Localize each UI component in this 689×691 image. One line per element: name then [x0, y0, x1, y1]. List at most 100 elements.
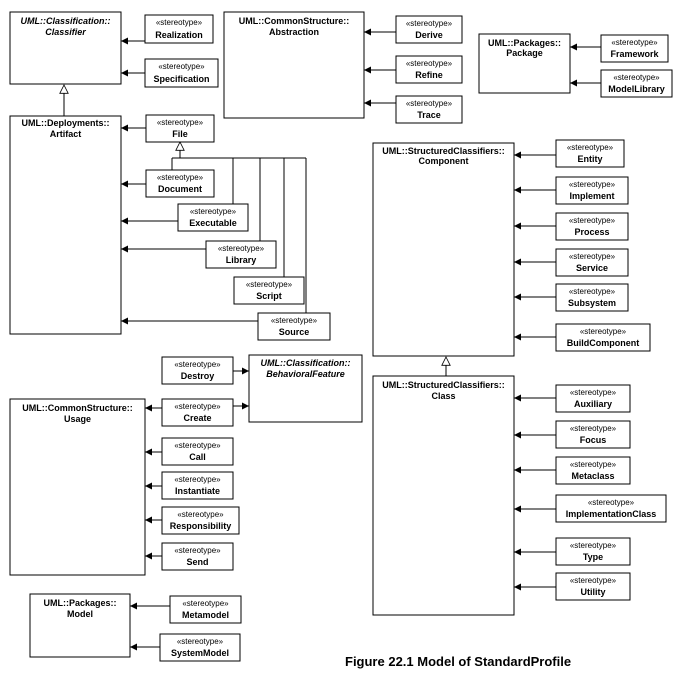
stereotype-script-name: Script [256, 291, 282, 301]
stereotype-library-name: Library [226, 255, 257, 265]
stereotype-library: «stereotype» Library [205, 240, 277, 269]
stereotype-keyword: «stereotype» [569, 216, 616, 225]
metaclass-model: UML::Packages:: Model [29, 593, 131, 658]
metaclass-model-namespace: UML::Packages:: [43, 598, 116, 608]
stereotype-keyword: «stereotype» [406, 19, 453, 28]
stereotype-send-name: Send [186, 557, 208, 567]
stereotype-keyword: «stereotype» [570, 460, 617, 469]
metaclass-abstraction-namespace: UML::CommonStructure:: [239, 16, 350, 26]
stereotype-keyword: «stereotype» [218, 244, 265, 253]
metaclass-class-name: Class [431, 391, 455, 401]
stereotype-keyword: «stereotype» [588, 498, 635, 507]
metaclass-package: UML::Packages:: Package [478, 33, 571, 94]
metaclass-abstraction: UML::CommonStructure:: Abstraction [223, 11, 365, 119]
stereotype-keyword: «stereotype» [177, 637, 224, 646]
stereotype-realization: «stereotype» Realization [144, 14, 214, 44]
stereotype-metamodel: «stereotype» Metamodel [169, 595, 242, 624]
stereotype-keyword: «stereotype» [182, 599, 229, 608]
stereotype-metaclass-name: Metaclass [571, 471, 614, 481]
stereotype-process-name: Process [574, 227, 609, 237]
stereotype-subsystem: «stereotype» Subsystem [555, 283, 629, 312]
metaclass-abstraction-name: Abstraction [269, 27, 319, 37]
stereotype-keyword: «stereotype» [406, 99, 453, 108]
stereotype-keyword: «stereotype» [157, 118, 204, 127]
extension-edges [59, 28, 601, 651]
stereotype-implementationclass-name: ImplementationClass [566, 509, 657, 519]
stereotype-keyword: «stereotype» [580, 327, 627, 336]
stereotype-keyword: «stereotype» [611, 38, 658, 47]
stereotype-keyword: «stereotype» [569, 287, 616, 296]
metaclass-class-namespace: UML::StructuredClassifiers:: [382, 380, 505, 390]
metaclass-behavioral-feature-namespace: UML::Classification:: [261, 358, 351, 368]
metaclass-behavioral-feature: UML::Classification:: BehavioralFeature [248, 354, 363, 423]
stereotype-derive: «stereotype» Derive [395, 15, 463, 44]
stereotype-executable-name: Executable [189, 218, 237, 228]
stereotype-metamodel-name: Metamodel [182, 610, 229, 620]
stereotype-focus-name: Focus [580, 435, 607, 445]
stereotype-instantiate-name: Instantiate [175, 486, 220, 496]
stereotype-instantiate: «stereotype» Instantiate [161, 471, 234, 500]
stereotype-modellibrary: «stereotype» ModelLibrary [600, 69, 673, 98]
stereotype-keyword: «stereotype» [174, 441, 221, 450]
stereotype-keyword: «stereotype» [174, 360, 221, 369]
metaclass-usage: UML::CommonStructure:: Usage [9, 398, 146, 576]
stereotype-keyword: «stereotype» [570, 388, 617, 397]
metaclass-model-name: Model [67, 609, 93, 619]
stereotype-keyword: «stereotype» [158, 62, 205, 71]
stereotype-call-name: Call [189, 452, 206, 462]
metaclass-component-namespace: UML::StructuredClassifiers:: [382, 146, 505, 156]
metaclass-classifier-name: Classifier [45, 27, 86, 37]
stereotype-process: «stereotype» Process [555, 212, 629, 241]
metaclass-artifact: UML::Deployments:: Artifact [9, 115, 122, 335]
stereotype-source: «stereotype» Source [257, 312, 331, 341]
stereotype-keyword: «stereotype» [246, 280, 293, 289]
stereotype-focus: «stereotype» Focus [555, 420, 631, 449]
stereotype-buildcomponent-name: BuildComponent [567, 338, 640, 348]
stereotype-responsibility: «stereotype» Responsibility [161, 506, 240, 535]
stereotype-derive-name: Derive [415, 30, 443, 40]
stereotype-destroy-name: Destroy [181, 371, 215, 381]
stereotype-specification: «stereotype» Specification [144, 58, 219, 88]
metaclass-component: UML::StructuredClassifiers:: Component [372, 142, 515, 357]
stereotype-keyword: «stereotype» [174, 475, 221, 484]
stereotype-keyword: «stereotype» [177, 510, 224, 519]
stereotype-file-name: File [172, 129, 188, 139]
stereotype-responsibility-name: Responsibility [170, 521, 232, 531]
metaclass-usage-namespace: UML::CommonStructure:: [22, 403, 133, 413]
stereotype-implementationclass: «stereotype» ImplementationClass [555, 494, 667, 523]
stereotype-utility-name: Utility [580, 587, 605, 597]
stereotype-keyword: «stereotype» [569, 180, 616, 189]
metaclass-usage-name: Usage [64, 414, 91, 424]
stereotype-keyword: «stereotype» [613, 73, 660, 82]
stereotype-call: «stereotype» Call [161, 437, 234, 466]
stereotype-keyword: «stereotype» [157, 173, 204, 182]
stereotype-systemmodel: «stereotype» SystemModel [159, 633, 241, 662]
metaclass-classifier-namespace: UML::Classification:: [21, 16, 111, 26]
metaclass-classifier: UML::Classification:: Classifier [9, 11, 122, 85]
stereotype-subsystem-name: Subsystem [568, 298, 616, 308]
metaclass-artifact-namespace: UML::Deployments:: [22, 118, 110, 128]
stereotype-service-name: Service [576, 263, 608, 273]
stereotype-refine-name: Refine [415, 70, 443, 80]
stereotype-specification-name: Specification [153, 74, 209, 84]
metaclass-class: UML::StructuredClassifiers:: Class [372, 375, 515, 616]
stereotype-type-name: Type [583, 552, 603, 562]
stereotype-modellibrary-name: ModelLibrary [608, 84, 665, 94]
stereotype-service: «stereotype» Service [555, 248, 629, 277]
stereotype-send: «stereotype» Send [161, 542, 234, 571]
metaclass-package-namespace: UML::Packages:: [488, 38, 561, 48]
stereotype-file: «stereotype» File [145, 114, 215, 143]
stereotype-refine: «stereotype» Refine [395, 55, 463, 84]
stereotype-keyword: «stereotype» [570, 541, 617, 550]
metaclass-component-name: Component [419, 156, 469, 166]
stereotype-document-name: Document [158, 184, 202, 194]
stereotype-keyword: «stereotype» [271, 316, 318, 325]
stereotype-source-name: Source [279, 327, 310, 337]
stereotype-create-name: Create [183, 413, 211, 423]
metaclass-package-name: Package [506, 48, 543, 58]
figure-caption: Figure 22.1 Model of StandardProfile [345, 654, 571, 669]
stereotype-metaclass: «stereotype» Metaclass [555, 456, 631, 485]
stereotype-trace-name: Trace [417, 110, 441, 120]
stereotype-keyword: «stereotype» [406, 59, 453, 68]
stereotype-buildcomponent: «stereotype» BuildComponent [555, 323, 651, 352]
